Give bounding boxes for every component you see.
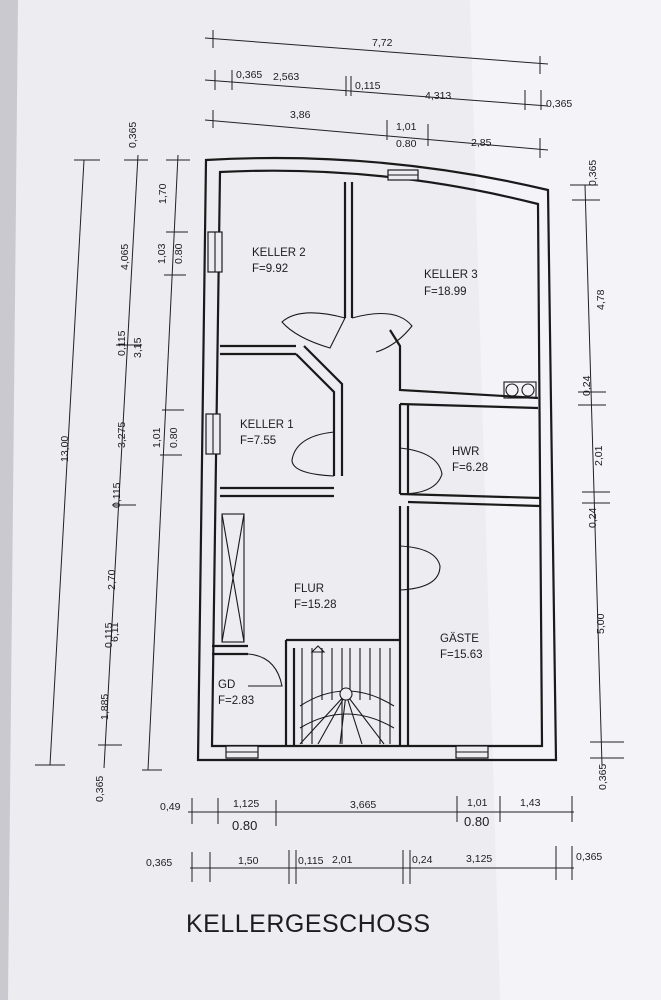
dim-bottom-r2-1: 0,365 <box>146 857 172 869</box>
dim-bottom-r2-6: 3,125 <box>466 853 492 865</box>
dim-left-in-5: 0,115 <box>116 330 128 356</box>
room-label-gaeste: GÄSTE <box>440 633 479 645</box>
dim-right-5: 0,24 <box>587 507 599 528</box>
dim-top-r2-2: 2,563 <box>273 71 299 83</box>
dim-top-r2-3: 0,115 <box>355 80 381 92</box>
dim-right-4: 2,01 <box>593 445 605 466</box>
dim-bottom-r1-3: 0.80 <box>232 818 257 833</box>
dim-top-r2-5: 0,365 <box>546 98 572 110</box>
dim-left-in-12: 1,885 <box>99 694 111 720</box>
dim-bottom-r2-4: 2,01 <box>332 854 353 866</box>
dim-left-in-2: 1,70 <box>157 183 169 204</box>
right-dimensions <box>570 184 624 766</box>
dim-bottom-r1-1: 0,49 <box>160 801 181 813</box>
dim-bottom-r2-7: 0,365 <box>576 851 602 863</box>
dim-left-in-1: 0,365 <box>127 122 139 148</box>
dim-left-in-4: 0.80 <box>173 243 185 264</box>
dim-left-in-10: 2,70 <box>106 569 118 590</box>
room-area-gaeste: F=15.63 <box>440 649 483 661</box>
room-label-keller-1: KELLER 1 <box>240 419 294 431</box>
bottom-dimensions <box>188 796 574 884</box>
dim-top-r3-1: 3,86 <box>290 109 311 121</box>
dim-bottom-r1-2: 1,125 <box>233 798 259 810</box>
dim-top-r3-4: 2,85 <box>471 137 492 149</box>
dim-right-6: 5,00 <box>595 613 607 634</box>
top-dimensions <box>204 30 549 158</box>
dim-left-mid-3: 6,11 <box>109 622 121 642</box>
dim-right-2: 4,78 <box>595 289 607 310</box>
dim-right-3: 0,24 <box>581 375 593 396</box>
room-label-hwr: HWR <box>452 446 479 458</box>
room-label-flur: FLUR <box>294 583 324 595</box>
dim-left-mid-2: 3,15 <box>132 337 144 358</box>
dim-right-1: 0,365 <box>587 160 599 186</box>
dim-top-r3-2: 1,01 <box>396 121 417 133</box>
dim-left-mid-1: 4,065 <box>119 244 131 270</box>
dim-top-r3-3: 0.80 <box>396 138 417 150</box>
left-dimensions <box>35 154 190 771</box>
dim-left-outer: 13,00 <box>59 436 71 462</box>
dim-left-in-13: 0,365 <box>94 776 106 802</box>
laundry-machines <box>503 381 537 399</box>
room-area-hwr: F=6.28 <box>452 462 488 474</box>
dim-left-in-8: 0.80 <box>168 427 180 448</box>
dim-bottom-r1-7: 1,43 <box>520 797 541 809</box>
windows <box>205 169 489 759</box>
dim-left-in-3: 1,03 <box>156 243 168 264</box>
dim-left-in-11: 0,115 <box>103 622 115 648</box>
staircase <box>299 645 395 745</box>
dim-left-in-9: 0,115 <box>111 482 123 508</box>
room-area-keller-2: F=9.92 <box>252 263 288 275</box>
dim-bottom-r2-5: 0,24 <box>412 854 433 866</box>
dim-bottom-r2-2: 1,50 <box>238 855 259 867</box>
dim-bottom-r1-6: 0.80 <box>464 814 489 829</box>
room-area-flur: F=15.28 <box>294 599 337 611</box>
wardrobe-cross <box>221 513 245 643</box>
dim-bottom-r1-5: 1,01 <box>467 797 488 809</box>
room-area-gd: F=2.83 <box>218 695 254 707</box>
dim-bottom-r1-4: 3,665 <box>350 799 376 811</box>
room-area-keller-1: F=7.55 <box>240 435 276 447</box>
dim-left-in-6: 3,275 <box>116 422 128 448</box>
dim-top-r2-1: 0,365 <box>236 69 262 81</box>
dim-right-7: 0,365 <box>597 764 609 790</box>
dim-top-total: 7,72 <box>372 37 393 49</box>
room-label-keller-3: KELLER 3 <box>424 269 478 281</box>
dim-left-in-7: 1,01 <box>151 427 163 448</box>
room-label-keller-2: KELLER 2 <box>252 247 306 259</box>
drawing-title: KELLERGESCHOSS <box>186 910 431 938</box>
door-swings <box>247 312 443 687</box>
room-area-keller-3: F=18.99 <box>424 286 467 298</box>
dim-top-r2-4: 4,313 <box>425 90 451 102</box>
dim-bottom-r2-3: 0,115 <box>298 855 324 867</box>
room-label-gd: GD <box>218 679 235 691</box>
